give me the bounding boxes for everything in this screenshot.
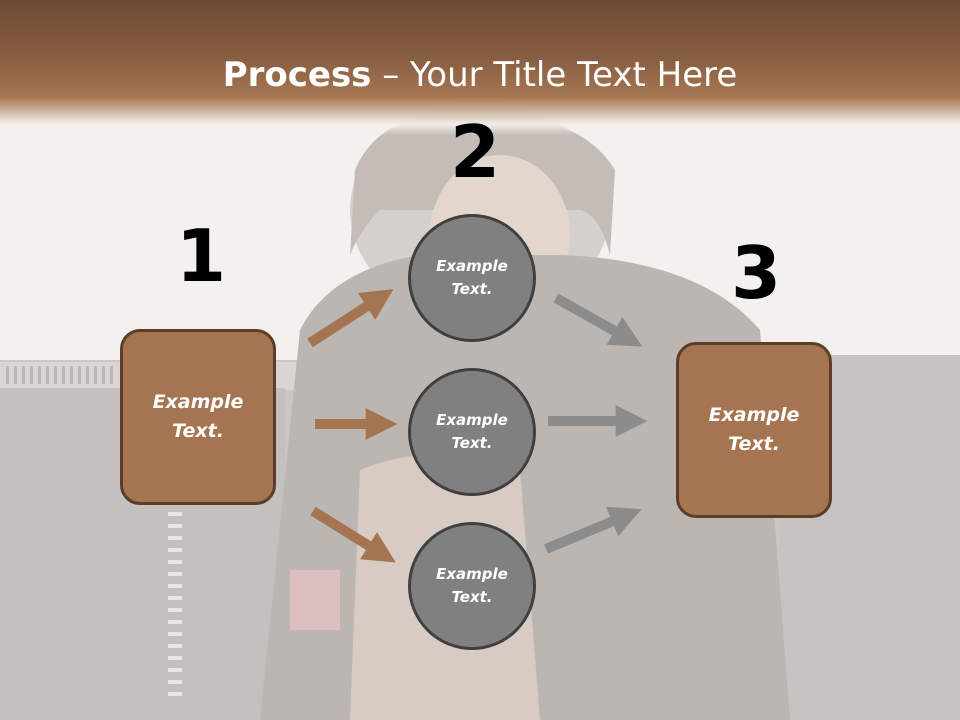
arrow-box1-to-circle3 bbox=[310, 506, 396, 563]
step-circle-1: Example Text. bbox=[408, 214, 536, 342]
step-box-3: Example Text. bbox=[676, 342, 832, 518]
title-rest: – Your Title Text Here bbox=[371, 55, 738, 95]
title-bar bbox=[0, 0, 960, 135]
step-box-1: Example Text. bbox=[120, 329, 276, 505]
arrow-box1-to-circle1 bbox=[307, 289, 394, 348]
step-circle-3: Example Text. bbox=[408, 522, 536, 650]
arrow-circle3-to-box3 bbox=[544, 506, 642, 554]
arrow-circle1-to-box3 bbox=[553, 293, 643, 347]
title-bold: Process bbox=[222, 55, 372, 95]
step-number-2: 2 bbox=[450, 110, 501, 194]
step-number-1: 1 bbox=[176, 214, 227, 298]
step-number-3: 3 bbox=[731, 231, 782, 315]
slide-title: Process – Your Title Text Here bbox=[0, 50, 960, 100]
step-circle-2: Example Text. bbox=[408, 368, 536, 496]
